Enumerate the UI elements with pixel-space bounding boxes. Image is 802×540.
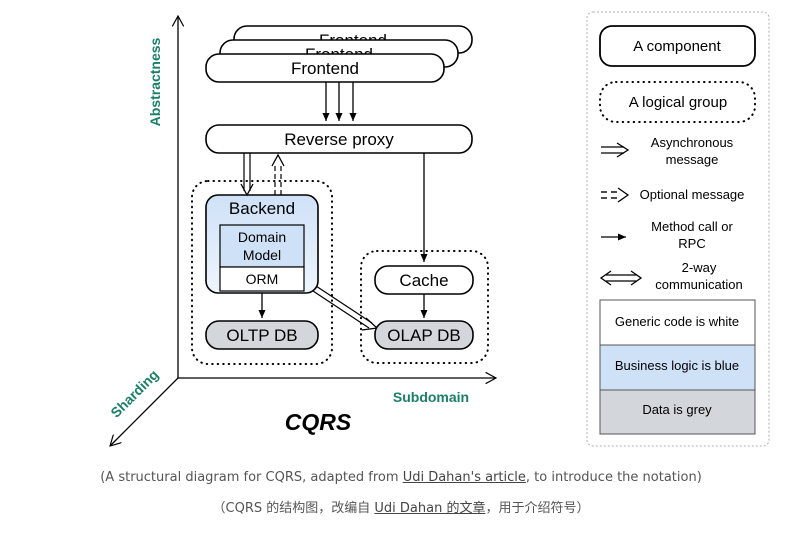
- legend-component-label: A component: [633, 38, 721, 55]
- legend-async-label-2: message: [666, 152, 719, 167]
- logical-group-read: [360, 250, 489, 364]
- backend-component: Backend Domain Model ORM: [205, 194, 319, 294]
- frontend-to-proxy-arrows: [322, 82, 357, 121]
- logical-group-backend: [191, 180, 333, 365]
- caption-en-prefix: (A structural diagram for CQRS, adapted …: [100, 470, 403, 485]
- frontend-stack: Frontend Frontend Frontend: [205, 25, 473, 83]
- legend-twoway-symbol: [599, 270, 643, 286]
- olap-db-label: OLAP DB: [387, 326, 460, 345]
- legend-optional-label: Optional message: [640, 187, 745, 202]
- legend-generic-swatch: [599, 299, 756, 346]
- legend-twoway-label-1: 2-way: [682, 260, 717, 275]
- legend-group-label: A logical group: [629, 94, 727, 111]
- y-axis-label: Abstractness: [147, 37, 163, 126]
- legend-method-label-1: Method call or: [651, 219, 733, 234]
- cqrs-diagram: Abstractness Subdomain Sharding Frontend…: [107, 11, 770, 460]
- orm-box: [219, 266, 305, 292]
- legend-business-swatch: [599, 344, 756, 391]
- legend-async-symbol: [601, 142, 630, 158]
- oltp-db-label: OLTP DB: [226, 326, 297, 345]
- legend-generic-label: Generic code is white: [615, 314, 739, 329]
- z-axis-label: Sharding: [107, 366, 161, 420]
- reverse-proxy-box: [205, 124, 473, 154]
- legend-async-label-1: Asynchronous: [651, 135, 734, 150]
- backend-to-olap-async: [312, 285, 379, 331]
- orm-label: ORM: [246, 271, 279, 287]
- diagram-title: CQRS: [285, 409, 352, 435]
- caption-en-suffix: , to introduce the notation): [525, 470, 702, 485]
- caption-chinese: （CQRS 的结构图，改编自 Udi Dahan 的文章，用于介绍符号）: [0, 497, 802, 516]
- oltp-db-box: [205, 320, 319, 350]
- olap-db-box: [374, 320, 474, 350]
- legend-data-swatch: [599, 389, 756, 435]
- legend-group-box: [599, 81, 756, 123]
- caption-english: (A structural diagram for CQRS, adapted …: [0, 470, 802, 485]
- legend-frame: [586, 11, 770, 447]
- legend-twoway-label-2: communication: [655, 277, 742, 292]
- frontend-label: Frontend: [291, 59, 359, 78]
- legend-optional-symbol: [601, 187, 630, 203]
- x-axis-label: Subdomain: [393, 389, 469, 405]
- legend-component-box: [599, 25, 756, 67]
- caption-zh-prefix: （CQRS 的结构图，改编自: [212, 501, 375, 516]
- legend-method-label-2: RPC: [678, 236, 705, 251]
- proxy-backend-messages: [240, 153, 285, 197]
- legend-data-label: Data is grey: [642, 402, 712, 417]
- domain-model-box: [219, 224, 305, 268]
- caption-en-link[interactable]: Udi Dahan's article: [402, 470, 526, 485]
- domain-model-label-2: Model: [243, 247, 281, 263]
- domain-model-label-1: Domain: [238, 229, 286, 245]
- cache-label: Cache: [399, 271, 448, 290]
- reverse-proxy-label: Reverse proxy: [284, 130, 394, 149]
- backend-label: Backend: [229, 199, 295, 218]
- legend: A component A logical group Asynchronous…: [586, 11, 770, 447]
- legend-business-label: Business logic is blue: [615, 358, 739, 373]
- caption-zh-suffix: ，用于介绍符号）: [485, 501, 590, 516]
- caption-zh-link[interactable]: Udi Dahan 的文章: [374, 501, 486, 516]
